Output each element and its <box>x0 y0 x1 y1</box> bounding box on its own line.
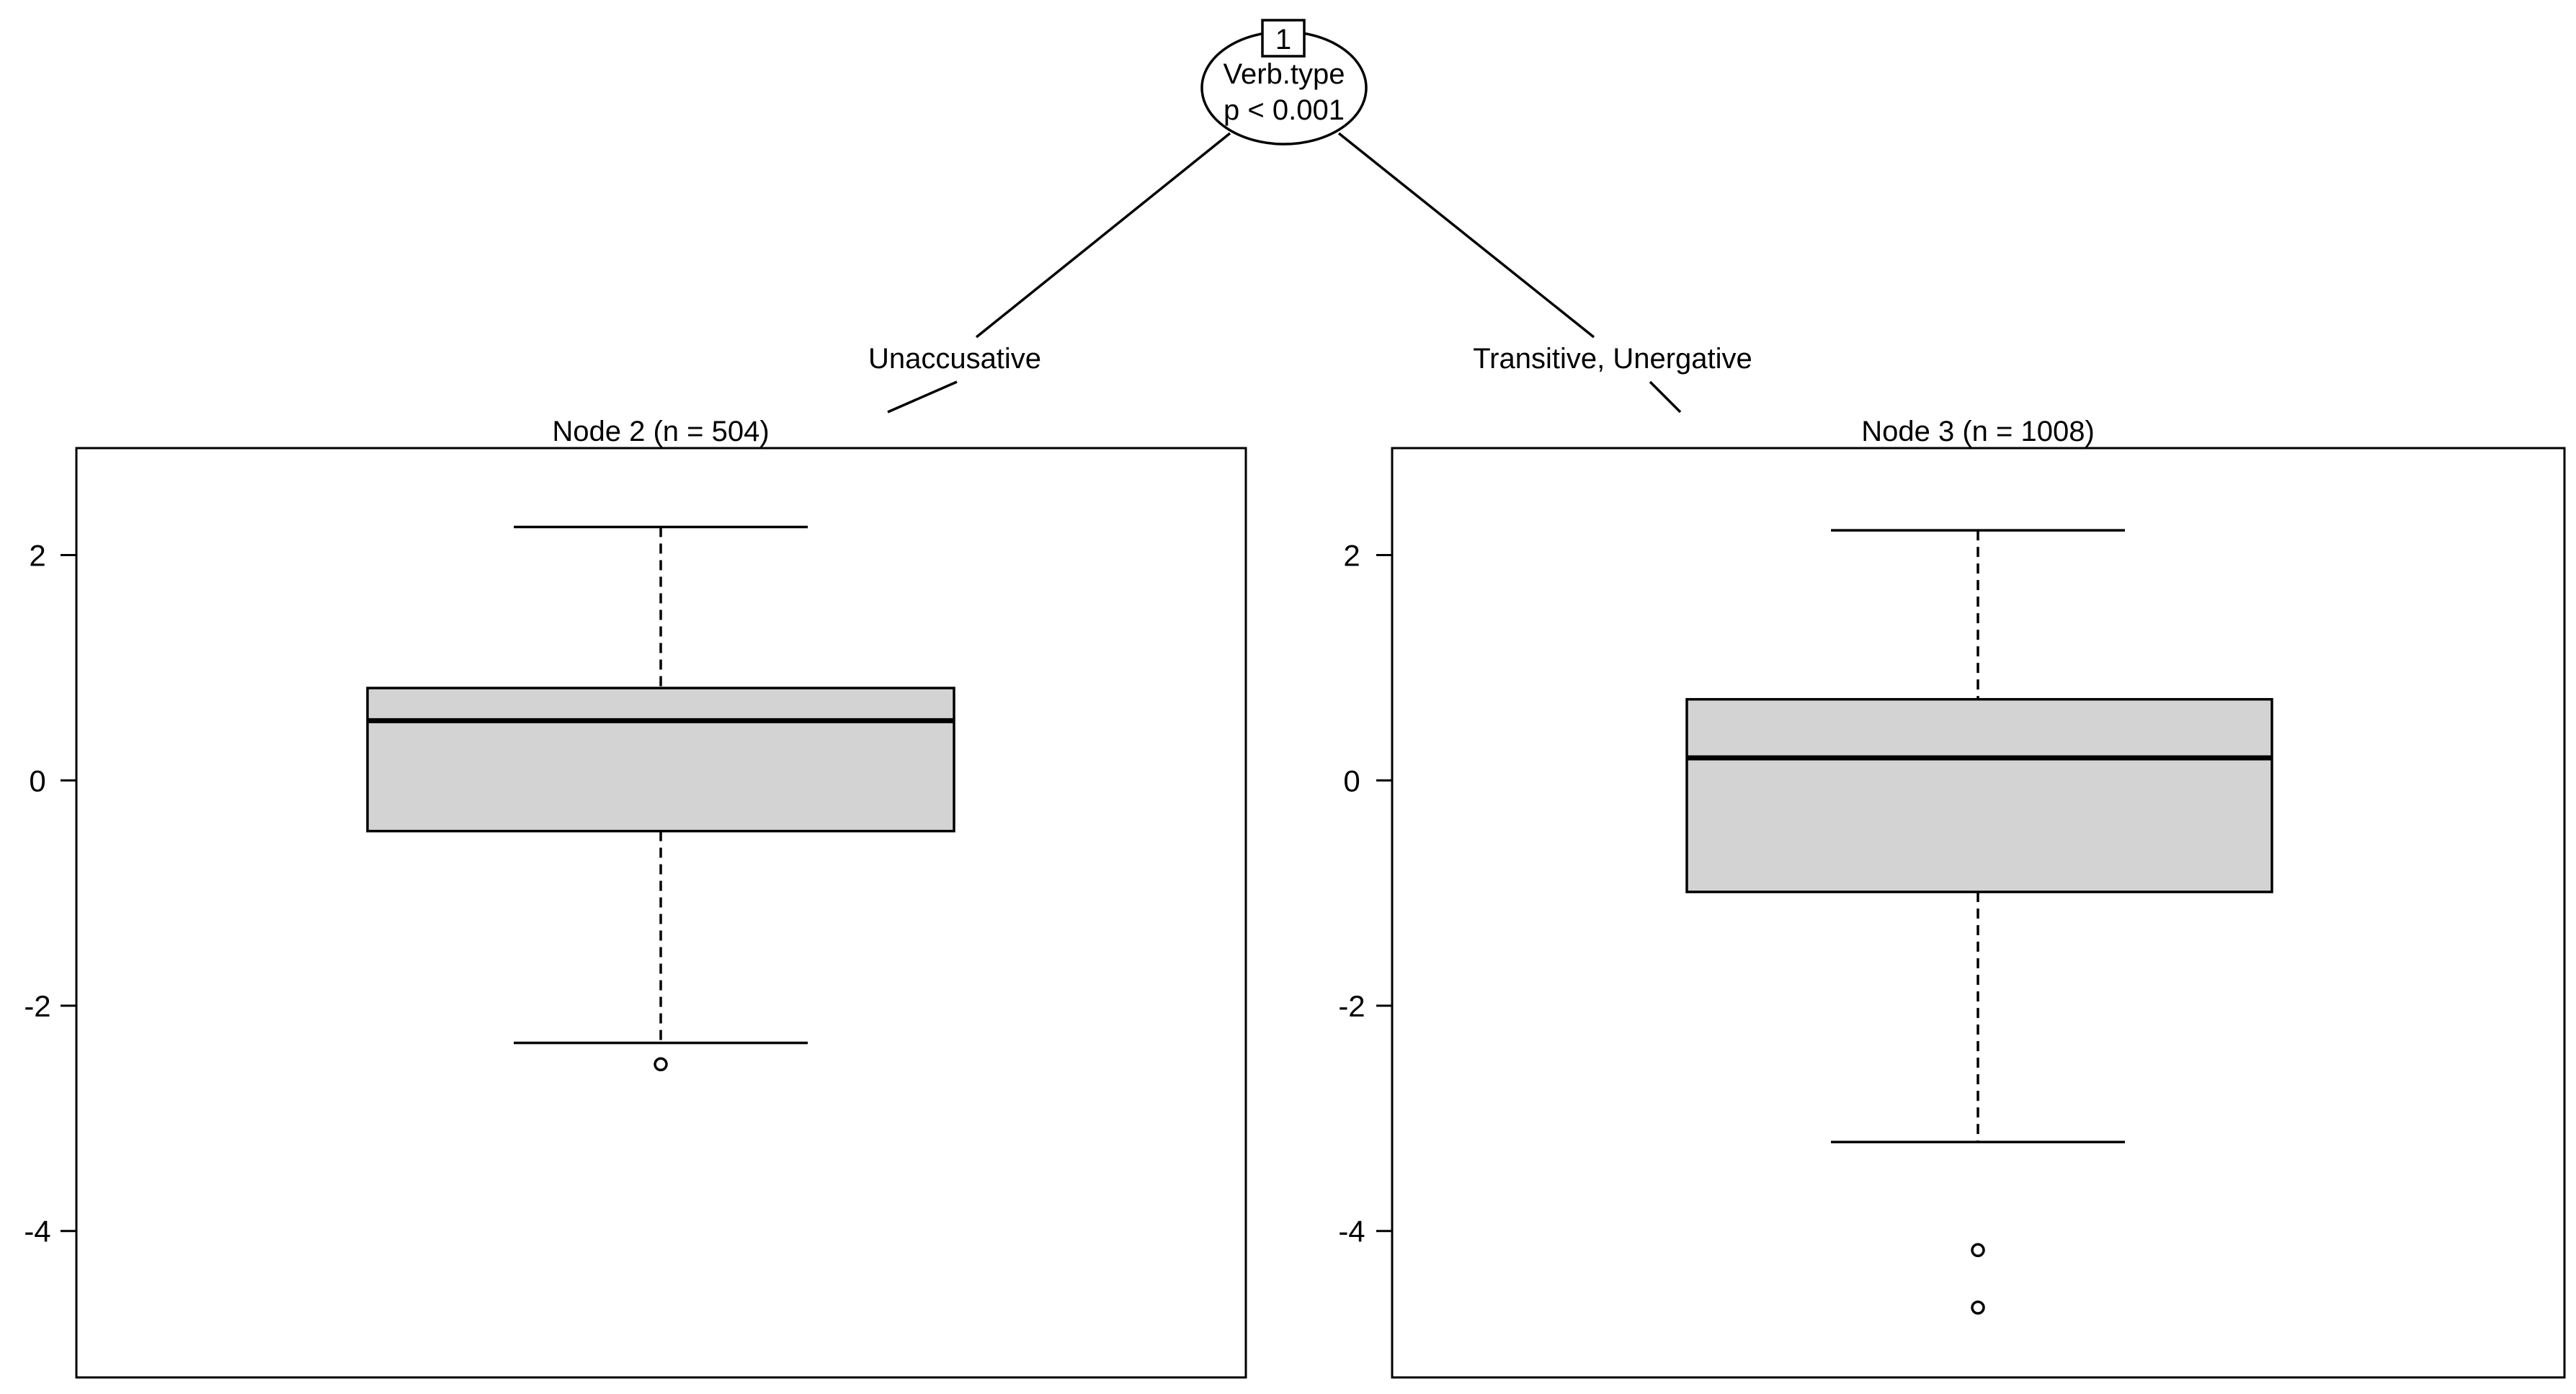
edge-label-left: Unaccusative <box>868 343 1041 375</box>
y-axis: 2 0 -2 -4 <box>24 539 76 1248</box>
edge-left-upper <box>975 132 1231 339</box>
panel-frame <box>75 447 1247 1379</box>
y-tick-label: -4 <box>1338 1215 1365 1248</box>
edge-right-lower <box>1649 380 1682 414</box>
interquartile-box <box>366 687 955 833</box>
outlier-point <box>1971 1300 1985 1315</box>
boxplot <box>366 525 955 1072</box>
outlier-point <box>654 1057 668 1072</box>
edge-right-upper <box>1337 132 1595 339</box>
y-tick-label: -4 <box>24 1215 50 1248</box>
panel-title: Node 2 (n = 504) <box>552 416 769 447</box>
interquartile-box <box>1685 697 2273 893</box>
y-tick-label: 2 <box>29 539 45 573</box>
root-node-id-box <box>1261 19 1306 58</box>
panel-node-2: Node 2 (n = 504) 2 0 -2 -4 <box>24 416 1247 1379</box>
root-node: 1 Verb.type p < 0.001 <box>1200 19 1368 146</box>
panel-frame <box>1391 447 2566 1379</box>
root-node-p-value: p < 0.001 <box>1224 94 1345 126</box>
y-tick-label: -2 <box>24 989 50 1023</box>
y-tick-label: -2 <box>1338 989 1365 1023</box>
y-axis: 2 0 -2 -4 <box>1338 539 1392 1248</box>
outlier-point <box>1971 1243 1985 1258</box>
panel-title: Node 3 (n = 1008) <box>1861 416 2095 447</box>
y-tick-label: 0 <box>29 764 45 797</box>
boxplot <box>1685 529 2273 1315</box>
root-node-variable: Verb.type <box>1223 58 1345 90</box>
y-tick-label: 0 <box>1343 764 1360 797</box>
root-node-id: 1 <box>1275 24 1291 55</box>
panel-node-3: Node 3 (n = 1008) 2 0 -2 -4 <box>1338 416 2566 1379</box>
y-tick-label: 2 <box>1343 539 1360 573</box>
edge-left-lower <box>887 380 958 414</box>
edge-label-right: Transitive, Unergative <box>1473 343 1752 375</box>
